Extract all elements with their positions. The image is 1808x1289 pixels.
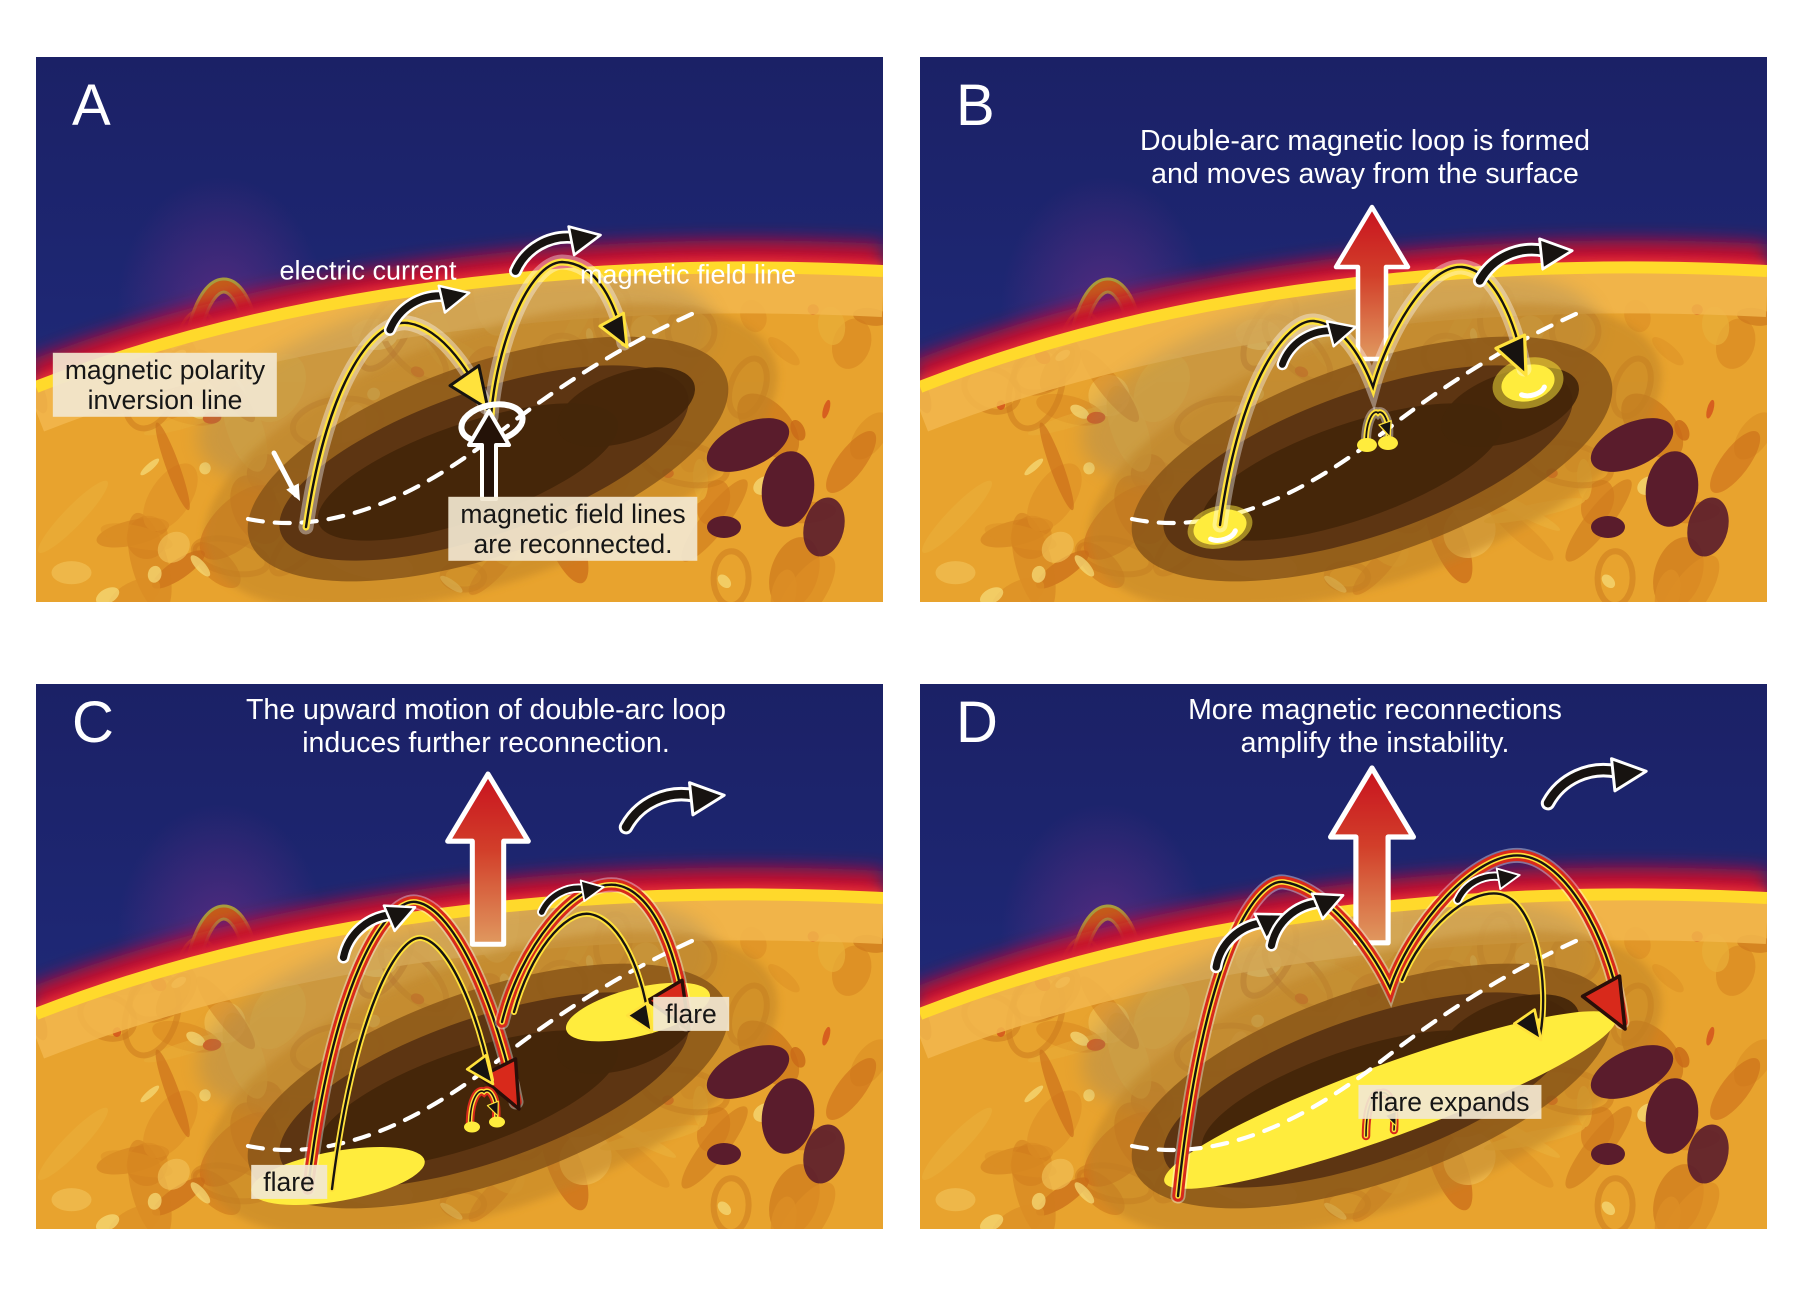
- panel-d-scene: [920, 684, 1767, 1229]
- panel-d: D More magnetic reconnections amplify th…: [920, 684, 1767, 1229]
- solar-limb: [36, 261, 883, 393]
- panel-c-scene: [36, 684, 883, 1229]
- mini-reconnection-loop: [464, 1086, 505, 1133]
- reconnected-red-arcs: [300, 877, 704, 1197]
- panel-b-scene: [920, 57, 1767, 602]
- solar-limb: [920, 261, 1767, 393]
- mini-reconnection-loop: [1357, 407, 1398, 452]
- inner-field-arc: [1399, 890, 1549, 1042]
- polarity-inversion-dashed-line: [1129, 937, 1581, 1153]
- flare-footpoints: [1187, 357, 1564, 549]
- panel-c: C The upward motion of double-arc loop i…: [36, 684, 883, 1229]
- inner-field-arcs: [329, 910, 660, 1192]
- panel-a: A electric current magnetic field line m…: [36, 57, 883, 602]
- polarity-inversion-dashed-line: [245, 310, 697, 526]
- reconnection-pointer-arrow-icon: [467, 409, 511, 501]
- panel-b: B Double-arc magnetic loop is formed and…: [920, 57, 1767, 602]
- solar-limb: [920, 888, 1767, 1020]
- panel-a-scene: [36, 57, 883, 602]
